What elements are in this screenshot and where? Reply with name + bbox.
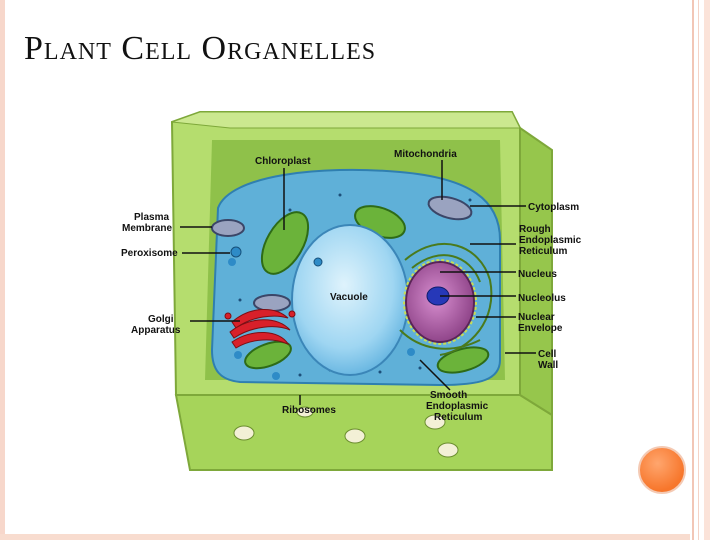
label-leader-lines xyxy=(180,160,536,405)
peroxisome-group xyxy=(230,246,323,267)
label-nuclear-envelope-line1: Nuclear xyxy=(518,312,555,323)
chloroplast-group xyxy=(244,205,490,374)
decorative-circle xyxy=(638,446,686,494)
label-rough-er-line1: Rough xyxy=(519,224,551,235)
label-cell-wall-line1: Cell xyxy=(538,349,557,360)
label-plasma-membrane-line1: Plasma xyxy=(134,212,169,223)
label-plasma-membrane-line2: Membrane xyxy=(122,223,172,234)
label-smooth-er-line2: Endoplasmic xyxy=(426,401,489,412)
label-smooth-er-line1: Smooth xyxy=(430,390,467,401)
label-ribosomes: Ribosomes xyxy=(282,405,336,416)
label-golgi-line2: Apparatus xyxy=(131,325,181,336)
label-cell-wall-line2: Wall xyxy=(538,360,558,371)
label-golgi-line1: Golgi xyxy=(148,314,174,325)
label-rough-er-line2: Endoplasmic xyxy=(519,235,582,246)
rough-er xyxy=(399,243,493,356)
label-nucleolus: Nucleolus xyxy=(518,293,566,304)
slide-right-border xyxy=(690,0,720,540)
label-peroxisome: Peroxisome xyxy=(121,248,178,259)
label-nucleus: Nucleus xyxy=(518,269,557,280)
mitochondria-group xyxy=(211,195,473,312)
label-rough-er-line3: Reticulum xyxy=(519,246,567,257)
label-mitochondria: Mitochondria xyxy=(394,149,457,160)
nucleus xyxy=(403,259,477,345)
slide-bottom-border xyxy=(0,534,690,540)
label-cytoplasm: Cytoplasm xyxy=(528,202,579,213)
label-smooth-er-line3: Reticulum xyxy=(434,412,482,423)
slide-left-border xyxy=(0,0,5,540)
golgi-apparatus xyxy=(224,308,296,349)
slide-title: Plant Cell Organelles xyxy=(24,30,377,67)
label-chloroplast: Chloroplast xyxy=(255,156,311,167)
label-vacuole: Vacuole xyxy=(330,292,368,303)
label-nuclear-envelope-line2: Envelope xyxy=(518,323,563,334)
